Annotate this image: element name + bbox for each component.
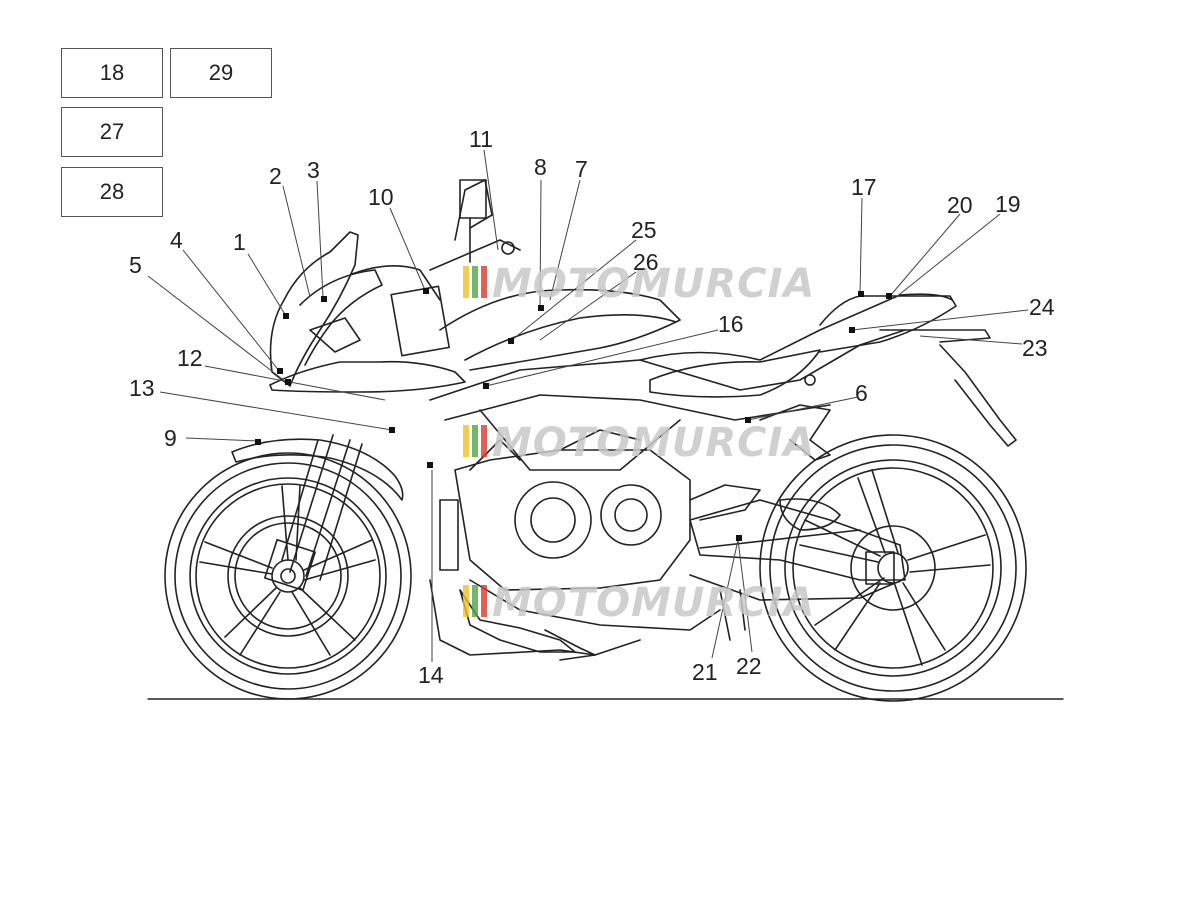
callout-11[interactable]: 11 <box>469 126 493 152</box>
watermark-bottom: MOTOMURCIA <box>463 580 815 626</box>
front-fender <box>231 438 404 501</box>
swingarm <box>689 498 906 601</box>
belly-pan <box>459 589 576 653</box>
cockpit <box>390 179 521 357</box>
watermark-text-bottom: MOTOMURCIA <box>492 580 815 626</box>
watermark: MOTOMURCIA MOTOMURCIA MOTOMURCIA <box>463 261 815 626</box>
callout-6[interactable]: 6 <box>855 380 868 406</box>
callout-20[interactable]: 20 <box>947 192 973 218</box>
seat-and-tail <box>649 295 1017 447</box>
callout-1[interactable]: 1 <box>233 229 246 255</box>
front-wheel <box>164 452 412 700</box>
reference-box-27[interactable]: 27 <box>61 107 163 157</box>
callout-12[interactable]: 12 <box>177 345 203 371</box>
callout-17[interactable]: 17 <box>851 174 877 200</box>
callout-8[interactable]: 8 <box>534 154 547 180</box>
footpegs <box>689 404 831 641</box>
callout-labels: 1 2 3 4 5 6 7 8 9 10 11 12 13 14 16 17 1… <box>129 126 1055 688</box>
callout-9[interactable]: 9 <box>164 425 177 451</box>
watermark-text-top: MOTOMURCIA <box>492 261 815 307</box>
front-fork <box>263 434 363 592</box>
callout-16[interactable]: 16 <box>718 311 744 337</box>
callout-23[interactable]: 23 <box>1022 335 1048 361</box>
callout-10[interactable]: 10 <box>368 184 394 210</box>
reference-box-18[interactable]: 18 <box>61 48 163 98</box>
reference-box-29[interactable]: 29 <box>170 48 272 98</box>
reference-box-28[interactable]: 28 <box>61 167 163 217</box>
callout-25[interactable]: 25 <box>631 217 657 243</box>
callout-21[interactable]: 21 <box>692 659 718 685</box>
engine <box>429 429 721 661</box>
callout-14[interactable]: 14 <box>418 662 444 688</box>
callout-7[interactable]: 7 <box>575 156 588 182</box>
callout-3[interactable]: 3 <box>307 157 320 183</box>
callout-4[interactable]: 4 <box>170 227 183 253</box>
callout-19[interactable]: 19 <box>995 191 1021 217</box>
callout-13[interactable]: 13 <box>129 375 155 401</box>
leader-markers <box>255 288 892 541</box>
leader-lines <box>147 149 1029 662</box>
rear-wheel <box>759 434 1027 702</box>
watermark-top: MOTOMURCIA <box>463 261 815 307</box>
watermark-middle: MOTOMURCIA <box>463 420 815 466</box>
callout-5[interactable]: 5 <box>129 252 142 278</box>
callout-22[interactable]: 22 <box>736 653 762 679</box>
front-fairing <box>269 231 466 393</box>
callout-26[interactable]: 26 <box>633 249 659 275</box>
callout-24[interactable]: 24 <box>1029 294 1055 320</box>
watermark-text-middle: MOTOMURCIA <box>492 420 815 466</box>
callout-2[interactable]: 2 <box>269 163 282 189</box>
